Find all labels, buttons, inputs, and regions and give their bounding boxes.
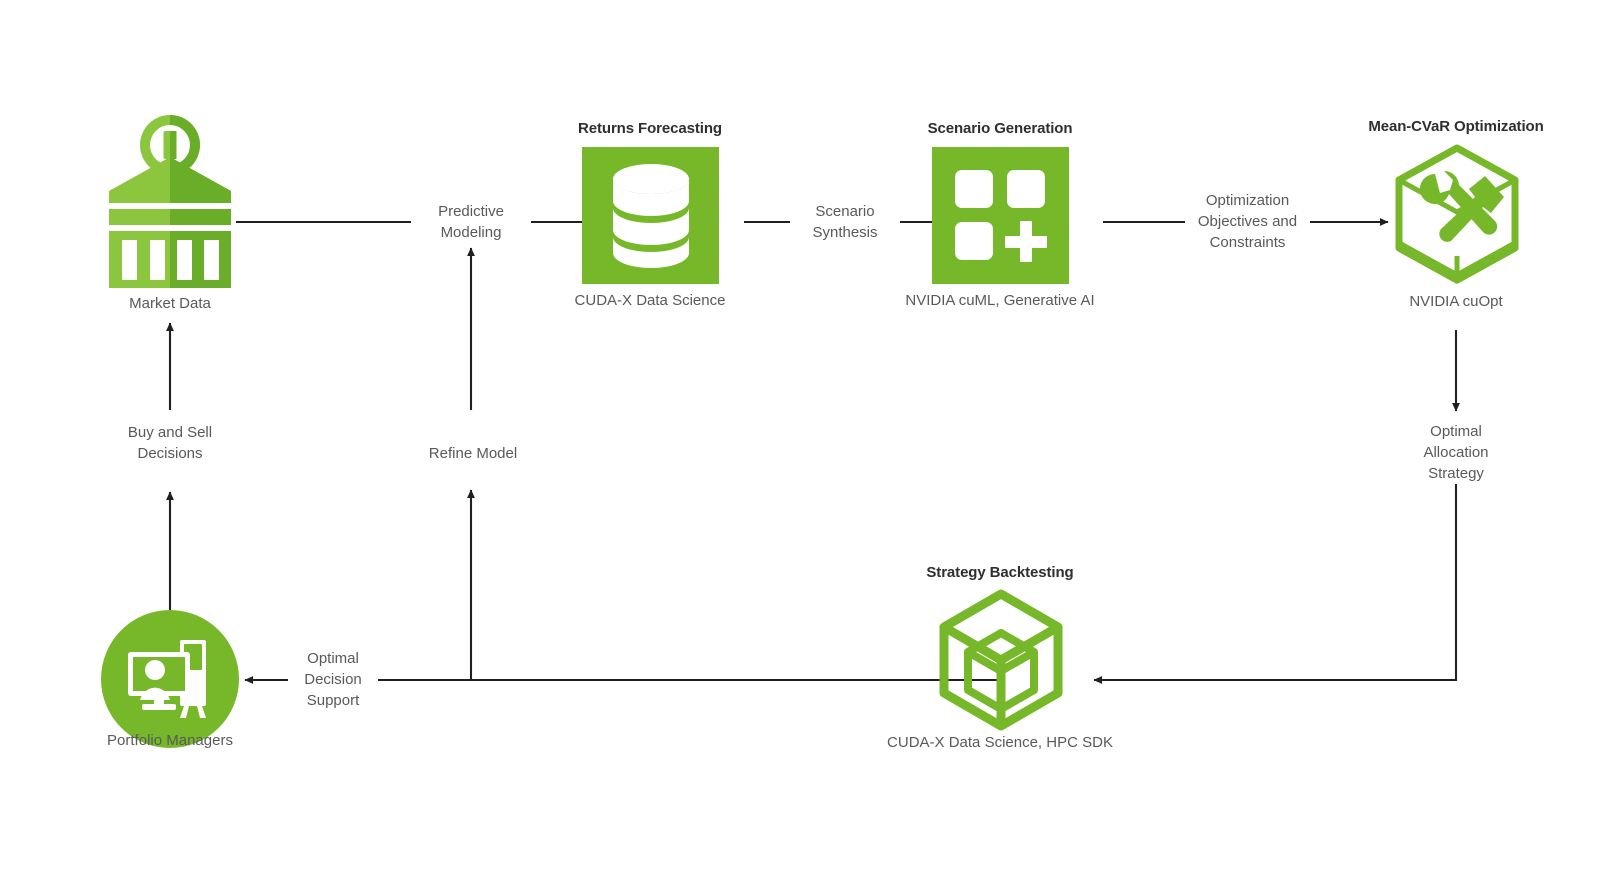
node-caption-portfolio-managers: Portfolio Managers xyxy=(107,732,233,749)
edge-label-optimal-allocation-strategy: Optimal Allocation Strategy xyxy=(1396,421,1516,484)
edge-label-line: Objectives and xyxy=(1197,213,1298,230)
node-scenario-generation[interactable]: Scenario Generation NVIDIA cuML, Generat… xyxy=(880,110,1120,330)
edge-label-buy-and-sell-decisions: Buy and Sell Decisions xyxy=(110,422,230,464)
node-caption-scenario-generation: NVIDIA cuML, Generative AI xyxy=(905,292,1095,309)
node-title-strategy-backtesting: Strategy Backtesting xyxy=(926,564,1074,581)
edge-label-line: Modeling xyxy=(440,224,502,241)
edge-label-optimization-objectives: Optimization Objectives and Constraints xyxy=(1185,190,1310,253)
workstation-person-icon xyxy=(101,610,239,748)
edge-label-line: Optimization xyxy=(1205,192,1290,209)
edge-label-refine-model: Refine Model xyxy=(418,443,528,464)
edge-label-line: Optimal xyxy=(1430,423,1482,440)
edge-label-line: Allocation xyxy=(1423,444,1489,461)
node-caption-returns-forecasting: CUDA-X Data Science xyxy=(574,292,726,309)
database-icon xyxy=(582,147,719,284)
node-strategy-backtesting[interactable]: Strategy Backtesting CUDA-X Data Science… xyxy=(880,556,1120,771)
edge-label-scenario-synthesis: Scenario Synthesis xyxy=(790,201,900,243)
node-market-data[interactable]: Market Data xyxy=(70,110,270,330)
edge-label-line: Support xyxy=(306,692,360,709)
node-returns-forecasting[interactable]: Returns Forecasting CUDA-X Data Science xyxy=(530,110,770,330)
tools-cube-icon xyxy=(1388,144,1525,284)
edge-label-line: Decisions xyxy=(137,445,203,462)
edge-label-line: Predictive xyxy=(438,203,504,220)
node-caption-strategy-backtesting: CUDA-X Data Science, HPC SDK xyxy=(887,734,1113,751)
node-portfolio-managers[interactable]: Portfolio Managers xyxy=(70,600,270,780)
node-title-returns-forecasting: Returns Forecasting xyxy=(578,120,722,137)
edge-label-line: Scenario xyxy=(815,203,875,220)
edge-label-line: Optimal xyxy=(307,650,359,667)
edge-label-line: Refine Model xyxy=(428,445,518,462)
node-caption-market-data: Market Data xyxy=(129,295,211,312)
cube-icon xyxy=(932,589,1069,731)
edge-label-predictive-modeling: Predictive Modeling xyxy=(411,201,531,243)
bank-icon xyxy=(70,110,270,290)
edge-label-line: Decision xyxy=(304,671,362,688)
edge-label-optimal-decision-support: Optimal Decision Support xyxy=(288,648,378,711)
edge-label-line: Strategy xyxy=(1428,465,1484,482)
node-title-scenario-generation: Scenario Generation xyxy=(927,120,1073,137)
node-title-mean-cvar-optimization: Mean-CVaR Optimization xyxy=(1368,118,1544,135)
edge-label-line: Constraints xyxy=(1209,234,1286,251)
edge-label-line: Buy and Sell xyxy=(127,424,213,441)
edge-label-line: Synthesis xyxy=(812,224,878,241)
grid-plus-icon xyxy=(932,147,1069,284)
node-mean-cvar-optimization[interactable]: Mean-CVaR Optimization NVIDIA cuOpt xyxy=(1336,108,1576,330)
edge-allocation-to-backtesting xyxy=(1093,483,1458,684)
node-caption-mean-cvar-optimization: NVIDIA cuOpt xyxy=(1409,293,1503,310)
